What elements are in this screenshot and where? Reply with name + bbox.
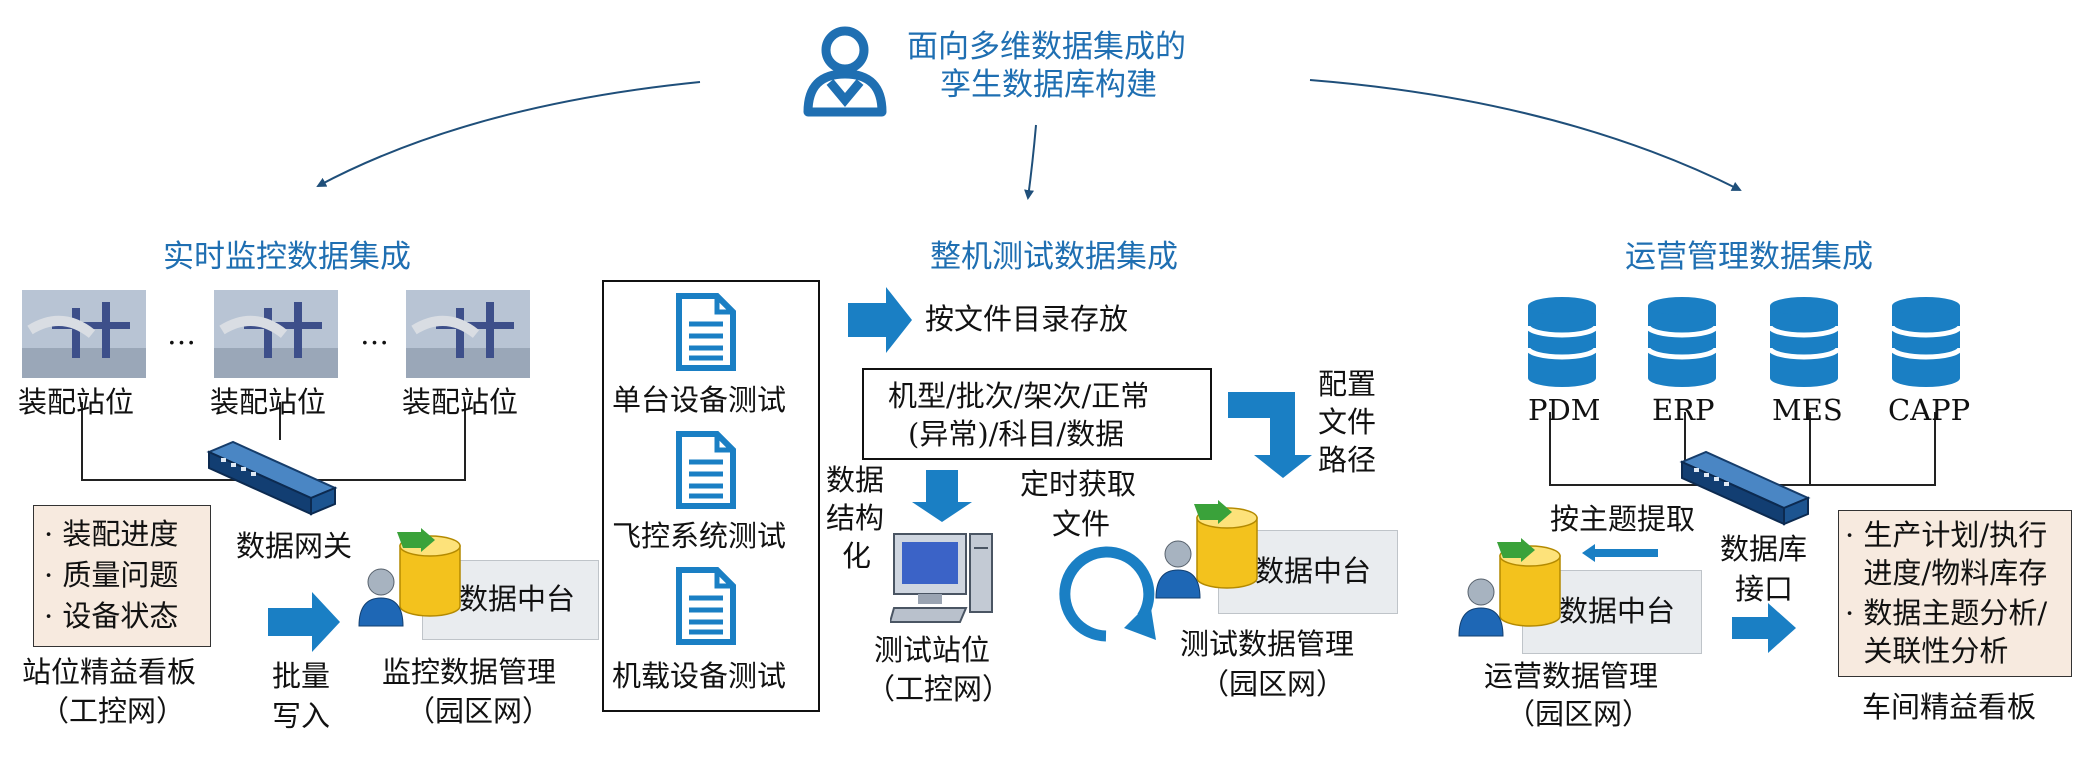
database-icon xyxy=(1768,297,1840,387)
refresh-arrow xyxy=(1059,546,1155,642)
struct-label-1: 数据 xyxy=(826,463,885,497)
workshop-board-label: 车间精益看板 xyxy=(1862,690,2037,724)
db-label-capp: CAPP xyxy=(1888,393,1971,427)
struct-arrow xyxy=(912,470,972,522)
path-line2: (异常)/科目/数据 xyxy=(908,417,1125,451)
station-label-1: 装配站位 xyxy=(18,385,135,419)
config-label-3: 路径 xyxy=(1318,443,1377,477)
user-icon xyxy=(803,26,887,117)
gateway-label: 数据网关 xyxy=(236,529,353,563)
station-board-panel: · 装配进度 · 质量问题 · 设备状态 xyxy=(33,505,211,647)
middle-heading: 整机测试数据集成 xyxy=(930,239,1178,275)
iface-label-1: 数据库 xyxy=(1720,532,1808,566)
platform-label: 数据中台 xyxy=(1255,554,1372,588)
document-icon xyxy=(676,431,736,509)
station-image xyxy=(214,290,338,378)
station-board-label: 站位精益看板 xyxy=(22,655,197,689)
database-icon xyxy=(1646,297,1718,387)
database-icon xyxy=(1526,297,1598,387)
struct-label-2: 结构 xyxy=(826,501,885,535)
panel-item: · 装配进度 xyxy=(44,517,179,551)
db-label-mes: MES xyxy=(1772,393,1843,427)
database-user-icon xyxy=(1155,500,1258,599)
to-board-arrow xyxy=(1732,603,1796,653)
platform-label: 数据中台 xyxy=(459,582,576,616)
path-box: 机型/批次/架次/正常 (异常)/科目/数据 xyxy=(862,368,1212,460)
batch-label-2: 写入 xyxy=(272,699,331,733)
store-arrow xyxy=(848,287,912,353)
doc-label-1: 单台设备测试 xyxy=(612,383,787,417)
path-line1: 机型/批次/架次/正常 xyxy=(888,379,1150,413)
iface-label-2: 接口 xyxy=(1735,572,1794,606)
config-arrow xyxy=(1228,392,1312,478)
monitor-mgmt-label: 监控数据管理 xyxy=(382,655,557,689)
top-title-line2: 孪生数据库构建 xyxy=(940,67,1157,103)
panel-item: · 数据主题分析/ xyxy=(1845,596,2048,630)
station-image xyxy=(22,290,146,378)
arrow-to-right xyxy=(1309,79,1742,191)
extract-arrow xyxy=(1582,544,1658,562)
config-label-2: 文件 xyxy=(1318,405,1377,439)
test-mgmt-sub: （园区网） xyxy=(1200,667,1346,701)
database-user-icon xyxy=(358,528,461,627)
ops-mgmt-label: 运营数据管理 xyxy=(1484,659,1659,693)
extract-label: 按主题提取 xyxy=(1550,502,1696,536)
database-user-icon xyxy=(1458,538,1561,637)
panel-item: · 设备状态 xyxy=(44,599,179,633)
left-heading: 实时监控数据集成 xyxy=(163,239,411,275)
db-interface-switch-icon xyxy=(1679,450,1811,526)
db-label-erp: ERP xyxy=(1652,393,1715,427)
ellipsis-1: … xyxy=(167,317,196,351)
top-title-line1: 面向多维数据集成的 xyxy=(907,29,1186,65)
panel-item: · 质量问题 xyxy=(44,558,179,592)
doc-label-2: 飞控系统测试 xyxy=(612,519,787,553)
doc-label-3: 机载设备测试 xyxy=(612,659,787,693)
store-label: 按文件目录存放 xyxy=(925,302,1129,336)
station-label-3: 装配站位 xyxy=(402,385,519,419)
panel-item: 进度/物料库存 xyxy=(1845,556,2048,590)
workshop-board-panel: · 生产计划/执行 进度/物料库存 · 数据主题分析/ 关联性分析 xyxy=(1838,510,2072,677)
ops-mgmt-sub: （园区网） xyxy=(1506,697,1652,731)
test-station-label: 测试站位 xyxy=(874,633,991,667)
station-label-2: 装配站位 xyxy=(210,385,327,419)
right-heading: 运营管理数据集成 xyxy=(1625,239,1873,275)
platform-label: 数据中台 xyxy=(1559,594,1676,628)
database-icon xyxy=(1890,297,1962,387)
timer-label-1: 定时获取 xyxy=(1020,467,1137,501)
monitor-mgmt-sub: （园区网） xyxy=(406,694,552,728)
arrow-to-middle xyxy=(1024,124,1037,200)
timer-label-2: 文件 xyxy=(1052,507,1111,541)
panel-item: · 生产计划/执行 xyxy=(1845,518,2048,552)
gateway-switch-icon xyxy=(206,440,338,516)
computer-icon xyxy=(890,533,993,623)
struct-label-3: 化 xyxy=(842,539,872,573)
ellipsis-2: … xyxy=(360,317,389,351)
arrow-to-left xyxy=(316,81,701,187)
db-label-pdm: PDM xyxy=(1528,393,1601,427)
config-label-1: 配置 xyxy=(1318,367,1377,401)
test-station-sub: （工控网） xyxy=(866,672,1012,706)
document-icon xyxy=(676,567,736,645)
batch-arrow xyxy=(268,592,340,652)
panel-item: 关联性分析 xyxy=(1845,634,2009,668)
document-icon xyxy=(676,293,736,371)
test-mgmt-label: 测试数据管理 xyxy=(1180,627,1355,661)
station-board-sub: （工控网） xyxy=(40,694,186,728)
station-image xyxy=(406,290,530,378)
batch-label-1: 批量 xyxy=(272,659,331,693)
